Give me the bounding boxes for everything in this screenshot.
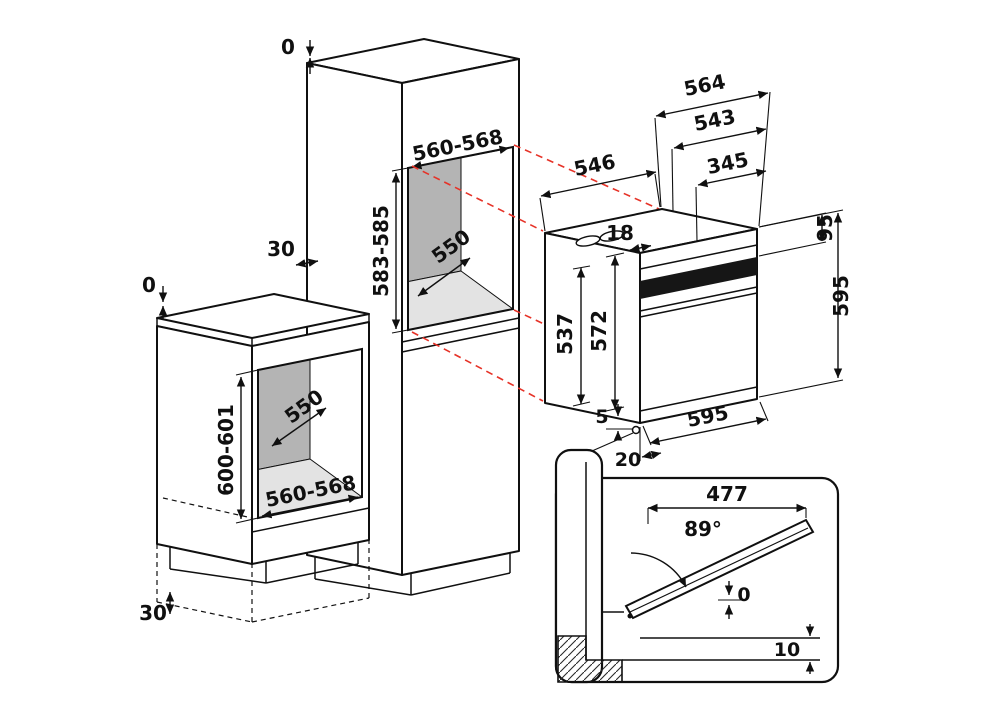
- dim-door-open-angle: 89°: [684, 517, 722, 541]
- dim-base-top-clearance: 0: [142, 273, 156, 297]
- detail-leader-line: [591, 432, 634, 452]
- base-niche-opening: [257, 347, 363, 520]
- dim-oven-control-panel-height: 95: [813, 214, 837, 242]
- base-cabinet-drawing: 0 550 600-601 560-568 30: [139, 273, 370, 625]
- dim-tall-side-clearance: 30: [267, 237, 295, 261]
- dim-oven-bottom-gap: 5: [595, 406, 608, 428]
- detail-door-glass-line: [629, 527, 809, 613]
- tall-shelf-line-1: [401, 317, 520, 343]
- oven-door-line-1: [639, 286, 758, 312]
- base-cabinet-plinth: [169, 542, 359, 584]
- oven-door-bottom-line: [639, 386, 758, 412]
- dim-door-top-gap: 0: [737, 584, 750, 606]
- dim-door-open-depth: 477: [706, 482, 748, 506]
- tall-cabinet-plinth: [314, 553, 511, 596]
- detail-reference-point: [631, 425, 641, 435]
- dim-oven-height-total: 595: [829, 275, 853, 317]
- dim-tall-niche-height: 583-585: [369, 205, 393, 297]
- oven-dimensions: 546 564 543 345 18 95 595 537: [539, 69, 853, 471]
- dim-tall-top-clearance: 0: [281, 35, 295, 59]
- dim-oven-front-clearance: 20: [615, 449, 641, 471]
- detail-hinge-point: [627, 613, 633, 619]
- oven-door-line-2: [639, 292, 758, 318]
- tall-shelf-line-2: [401, 327, 520, 353]
- dim-base-plinth-clearance: 30: [139, 601, 167, 625]
- dim-oven-height-inner: 537: [553, 313, 577, 355]
- oven-control-panel-line: [639, 244, 758, 270]
- door-detail-inset: 89° 477 0 10: [554, 448, 840, 684]
- oven-drawing: 546 564 543 345 18 95 595 537: [539, 69, 853, 471]
- oven-top-vent-2: [599, 230, 625, 242]
- detail-angle-arc: [630, 552, 687, 588]
- oven-door-handle-band: [640, 257, 757, 299]
- dim-door-floor-clearance: 10: [774, 639, 800, 661]
- dim-oven-top-vent-offset: 18: [606, 221, 634, 245]
- oven-front-face: [639, 228, 758, 424]
- dim-oven-height-front: 572: [587, 310, 611, 352]
- dim-base-niche-height: 600-601: [214, 404, 238, 496]
